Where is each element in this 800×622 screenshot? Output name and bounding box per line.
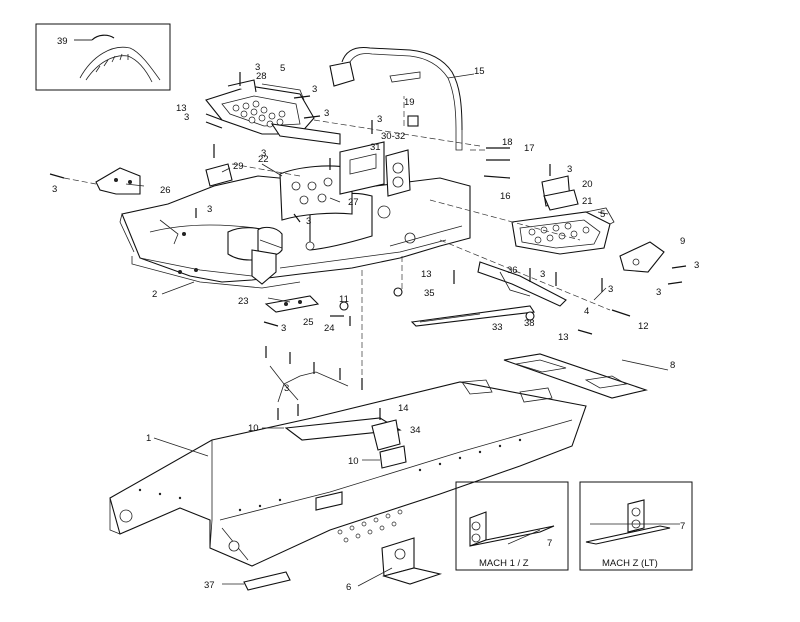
callout-36: 36 (507, 265, 518, 276)
callout-16: 16 (500, 191, 511, 202)
bracket-20-21 (541, 164, 579, 211)
callout-22: 22 (258, 154, 269, 165)
callout-5-b: 5 (600, 209, 605, 220)
part-37 (243, 571, 291, 591)
callout-3-j: 3 (567, 164, 572, 175)
callout-3-p: 3 (284, 383, 289, 394)
callout-13-c: 13 (558, 332, 569, 343)
callout-2: 2 (152, 289, 157, 300)
callout-26: 26 (160, 185, 171, 196)
callout-13-b: 13 (421, 269, 432, 280)
callout-29: 29 (233, 161, 244, 172)
callout-25: 25 (303, 317, 314, 328)
callout-7-b: 7 (680, 521, 685, 532)
steering-post-15 (329, 47, 463, 151)
callout-3-o: 3 (281, 323, 286, 334)
callout-39: 39 (57, 36, 68, 47)
callout-19: 19 (404, 97, 415, 108)
cross-shaft-34 (284, 417, 407, 469)
callout-5-a: 5 (280, 63, 285, 74)
callout-24: 24 (324, 323, 335, 334)
inset-mach-z-lt (579, 481, 693, 571)
callout-11: 11 (339, 294, 349, 305)
plate-8 (503, 353, 648, 399)
callout-13-a: 13 (176, 103, 187, 114)
callout-30-32: 30-32 (381, 131, 405, 142)
rail-33 (410, 305, 535, 327)
inset-label-mach-z-lt: MACH Z (LT) (602, 558, 658, 569)
detail-inset-39 (35, 23, 171, 91)
callout-3-d: 3 (184, 112, 189, 123)
callout-7-a: 7 (547, 538, 552, 549)
callout-20: 20 (582, 179, 593, 190)
callout-14: 14 (398, 403, 409, 414)
inset-mach-1-z (455, 481, 569, 571)
callout-3-g: 3 (306, 216, 311, 227)
callout-labels: 39 1 2 3 3 3 3 3 3 3 3 3 3 3 3 3 3 3 3 5… (52, 36, 699, 593)
callout-31: 31 (370, 142, 381, 153)
callout-8: 8 (670, 360, 675, 371)
callout-3-m: 3 (694, 260, 699, 271)
callout-37: 37 (204, 580, 215, 591)
callout-3-n: 3 (656, 287, 661, 298)
callout-17: 17 (524, 143, 535, 154)
bracket-26 (95, 167, 141, 195)
callout-3-i: 3 (261, 148, 266, 159)
bracket-23 (264, 295, 320, 313)
callout-6: 6 (346, 582, 351, 593)
callout-3-a: 3 (255, 62, 260, 73)
callout-3-h: 3 (52, 184, 57, 195)
callout-3-e: 3 (377, 114, 382, 125)
callout-12: 12 (638, 321, 649, 332)
callout-28: 28 (256, 71, 267, 82)
callout-21: 21 (582, 196, 593, 207)
callout-34: 34 (410, 425, 421, 436)
callout-10-b: 10 (348, 456, 359, 467)
callout-23: 23 (238, 296, 249, 307)
right-footrest (511, 207, 665, 273)
bracket-29 (205, 163, 233, 187)
callout-3-f: 3 (207, 204, 212, 215)
callout-4: 4 (584, 306, 589, 317)
callout-33: 33 (492, 322, 503, 333)
callout-18: 18 (502, 137, 513, 148)
assembly-lines (63, 119, 611, 378)
callout-15: 15 (474, 66, 485, 77)
leader-lines (74, 39, 680, 587)
part-6 (381, 537, 443, 585)
callout-3-l: 3 (608, 284, 613, 295)
callout-3-k: 3 (540, 269, 545, 280)
callout-9: 9 (680, 236, 685, 247)
tunnel-1 (109, 379, 587, 567)
callout-27: 27 (348, 197, 359, 208)
bracket-36 (477, 261, 567, 307)
callout-3-b: 3 (312, 84, 317, 95)
left-footrest (205, 79, 341, 145)
callout-10-a: 10 (248, 423, 259, 434)
inset-label-mach-1-z: MACH 1 / Z (479, 558, 529, 569)
callout-38: 38 (524, 318, 535, 329)
callout-3-c: 3 (324, 108, 329, 119)
callout-35: 35 (424, 288, 435, 299)
callout-1: 1 (146, 433, 151, 444)
fasteners (49, 72, 687, 420)
